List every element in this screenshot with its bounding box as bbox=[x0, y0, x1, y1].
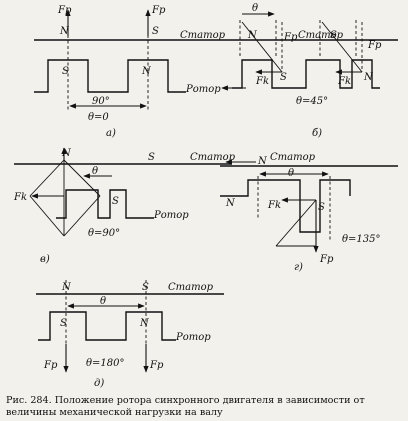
n-label-d: N bbox=[61, 282, 72, 293]
rotor-profile-v bbox=[56, 189, 154, 219]
rotor-label-a: Ротор bbox=[185, 84, 221, 95]
n-label-v: N bbox=[61, 148, 72, 159]
rotor-profile-g bbox=[220, 179, 351, 233]
theta-label-v: θ bbox=[92, 166, 98, 177]
panel-a: Fp Fp N S Статор S N Ротор 90° θ=0 а) bbox=[34, 5, 226, 139]
theta-label-d: θ bbox=[100, 296, 106, 307]
rotor-label-d: Ротор bbox=[175, 332, 211, 343]
s-rotor-label-v: S bbox=[112, 196, 119, 207]
n-rotor-label-a: N bbox=[141, 66, 152, 77]
rotor-profile-d bbox=[38, 311, 176, 341]
rotor-profile-b bbox=[232, 59, 380, 89]
fk-label-v: Fk bbox=[13, 192, 27, 203]
theta-label-g: θ bbox=[288, 168, 294, 179]
s-rotor-label-g: S bbox=[318, 202, 325, 213]
s-rotor-label-d: S bbox=[60, 318, 67, 329]
panel-g: θ N Статор N Fk S θ=135° Fp г) bbox=[220, 152, 398, 273]
rhombus-bottom-right-v bbox=[63, 195, 101, 237]
s-label-d: S bbox=[142, 282, 149, 293]
deg-label-a: 90° bbox=[92, 96, 110, 107]
fp-label-b2: Fp bbox=[367, 40, 382, 51]
angle-label-g: θ=135° bbox=[342, 234, 381, 245]
tag-a: а) bbox=[106, 128, 116, 139]
n-rotor-label-b: N bbox=[363, 72, 374, 83]
fp-diag-b1 bbox=[241, 21, 283, 73]
caption-text: Положение ротора синхронного двигателя в… bbox=[6, 395, 365, 418]
angle-label-d: θ=180° bbox=[86, 358, 125, 369]
n-rotor-label-g: N bbox=[225, 198, 236, 209]
angle-label-a: θ=0 bbox=[88, 112, 109, 123]
rhombus-top-left-v bbox=[29, 159, 65, 197]
tag-g: г) bbox=[294, 262, 303, 273]
stator-label-b: Статор bbox=[298, 30, 344, 41]
n-label-g: N bbox=[257, 156, 268, 167]
tag-b: б) bbox=[312, 128, 322, 139]
panel-v: θ N S Статор Fk S Ротор θ=90° в) bbox=[13, 147, 236, 265]
stator-label-a: Статор bbox=[180, 30, 226, 41]
panel-b: θ N Fp S Fp Статор Fk S Fk N θ=45° б) bbox=[221, 3, 398, 139]
n-label-b1: N bbox=[247, 30, 258, 41]
rotor-label-v: Ротор bbox=[153, 210, 189, 221]
fp-label-g: Fp bbox=[319, 254, 334, 265]
theta-label-b: θ bbox=[252, 3, 258, 14]
s-label-b: S bbox=[330, 30, 337, 41]
rhombus-bottom-left-v bbox=[29, 195, 65, 237]
fp-diag-b2 bbox=[321, 21, 363, 73]
fp-label-d1: Fp bbox=[43, 360, 58, 371]
stator-label-v: Статор bbox=[190, 152, 236, 163]
fp-label-a2: Fp bbox=[151, 5, 166, 16]
rhombus-line-g1 bbox=[275, 199, 317, 247]
stator-label-g: Статор bbox=[270, 152, 316, 163]
tag-v: в) bbox=[40, 254, 50, 265]
fk-label-g: Fk bbox=[267, 200, 281, 211]
fp-label-b1: Fp bbox=[283, 32, 298, 43]
rhombus-top-right-v bbox=[63, 159, 101, 197]
angle-label-b: θ=45° bbox=[296, 96, 328, 107]
fk-label-b2: Fk bbox=[337, 76, 351, 87]
caption-number: Рис. 284. bbox=[6, 395, 52, 406]
s-label-a: S bbox=[152, 26, 159, 37]
figure-caption: Рис. 284. Положение ротора синхронного д… bbox=[6, 395, 404, 419]
rotor-position-diagram: Fp Fp N S Статор S N Ротор 90° θ=0 а) θ … bbox=[13, 3, 398, 389]
stator-label-d: Статор bbox=[168, 282, 214, 293]
fp-label-a1: Fp bbox=[57, 5, 72, 16]
s-rotor-label-a: S bbox=[62, 66, 69, 77]
angle-label-v: θ=90° bbox=[88, 228, 120, 239]
fk-label-b1: Fk bbox=[255, 76, 269, 87]
tag-d: д) bbox=[94, 378, 104, 389]
fp-label-d2: Fp bbox=[149, 360, 164, 371]
panel-d: θ N S Статор S N Ротор Fp Fp θ=180° д) bbox=[36, 280, 224, 389]
n-rotor-label-d: N bbox=[139, 318, 150, 329]
rotor-profile-a bbox=[34, 59, 186, 93]
s-rotor-label-b: S bbox=[280, 72, 287, 83]
s-label-v: S bbox=[148, 152, 155, 163]
n-label-a: N bbox=[59, 26, 70, 37]
